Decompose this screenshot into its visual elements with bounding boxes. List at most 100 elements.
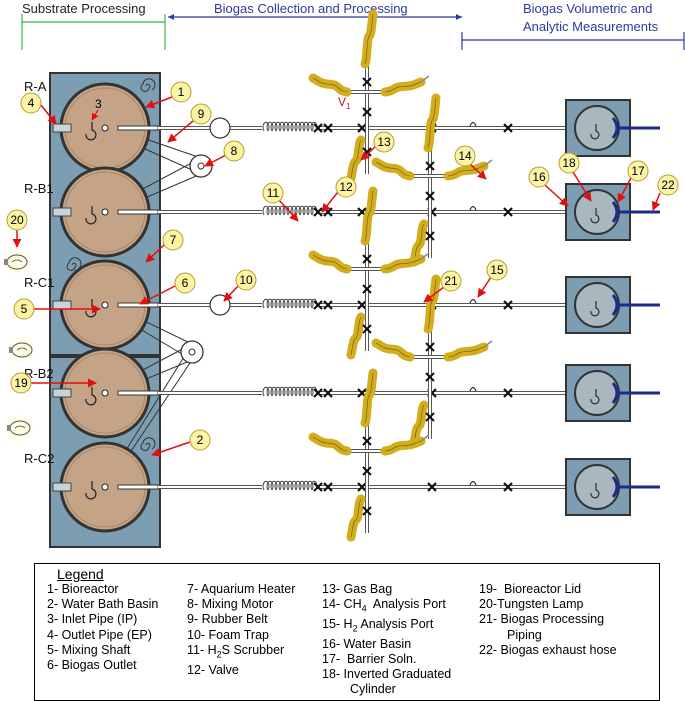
reactor-label-rc2: R-C2 [24, 451, 54, 466]
cylinder-inlet [590, 389, 600, 405]
svg-text:17: 17 [631, 164, 645, 178]
callout-22: 22 [651, 174, 679, 211]
reactor-labels: R-A R-B1 R-C1 R-B2 R-C2 [24, 79, 54, 466]
legend-item: 22- Biogas exhaust hose [479, 642, 617, 657]
mixing-motor-shaft [197, 162, 205, 170]
lamp-filament [14, 425, 26, 429]
mixing-shaft [101, 301, 109, 309]
legend-item: 4- Outlet Pipe (EP) [47, 627, 152, 642]
valve [425, 412, 435, 422]
gas-bag-edge [364, 13, 374, 65]
legend-item: 9- Rubber Belt [187, 612, 268, 627]
outlet-pipe [52, 300, 72, 310]
ch4-analysis-port [483, 340, 493, 348]
svg-text:19: 19 [14, 376, 28, 390]
inlet-pipe [85, 122, 97, 141]
reactor-label-ra: R-A [24, 79, 47, 94]
gas-bag-edge [375, 342, 411, 358]
valve [313, 300, 323, 310]
svg-text:9: 9 [198, 107, 205, 121]
valve [362, 436, 372, 446]
callouts: 1 2 3 4 5 6 7 8 9 10 11 12 13 14 15 16 1… [6, 81, 679, 457]
lamp-base [9, 347, 13, 353]
mixing-motor [189, 154, 213, 178]
callout-14: 14 [454, 145, 487, 180]
legend-item: 10- Foam Trap [187, 627, 269, 642]
svg-text:10: 10 [239, 273, 253, 287]
water-basin-unit [565, 276, 660, 334]
valve [503, 123, 513, 133]
legend-item: 14- CH4 Analysis Port [322, 597, 446, 614]
valve [357, 123, 367, 133]
mixing-motor [180, 340, 204, 364]
legend-item: 20-Tungsten Lamp [479, 597, 584, 612]
valve [313, 482, 323, 492]
valve [362, 466, 372, 476]
valve [425, 191, 435, 201]
lamp-filament [11, 259, 23, 263]
h2s-scrubber [262, 298, 318, 309]
gas-bag [371, 157, 415, 181]
legend-item: 16- Water Basin [322, 636, 412, 651]
gas-bag [443, 161, 489, 181]
foam-trap [209, 117, 231, 139]
cylinder-inlet [590, 483, 600, 499]
valve [313, 207, 323, 217]
valve [425, 231, 435, 241]
valve [503, 388, 513, 398]
gas-bag-edge [384, 258, 422, 270]
inverted-graduated-cylinder [574, 282, 620, 328]
lamp-bulb [6, 254, 28, 270]
h2-analysis-port [469, 205, 477, 211]
ch4-analysis-port [483, 159, 493, 167]
callout-20: 20 [6, 209, 28, 248]
legend-item: 18- Inverted Graduated [322, 667, 452, 682]
svg-text:6: 6 [182, 276, 189, 290]
outlet-pipe [52, 123, 72, 133]
valve [425, 372, 435, 382]
callout-16: 16 [528, 166, 569, 207]
svg-text:2: 2 [197, 433, 204, 447]
gas-bag-edge [375, 161, 411, 177]
water-basins [565, 99, 660, 516]
gas-bag [308, 73, 352, 97]
gas-bag [443, 342, 489, 362]
tungsten-lamp [2, 410, 38, 446]
valve [427, 482, 437, 492]
inverted-graduated-cylinder [574, 370, 620, 416]
callout-4: 4 [20, 92, 57, 125]
mixing-shaft [101, 124, 109, 132]
svg-text:4: 4 [28, 96, 35, 110]
callout-13: 13 [360, 131, 395, 161]
valve [357, 300, 367, 310]
gas-bag [380, 77, 426, 97]
legend-box: Legend 1- Bioreactor 2- Water Bath Basin… [34, 563, 660, 701]
mixing-shaft [101, 389, 109, 397]
inverted-graduated-cylinder [574, 464, 620, 510]
callout-1: 1 [145, 81, 192, 109]
inverted-graduated-cylinder [574, 189, 620, 235]
svg-text:5: 5 [21, 302, 28, 316]
inverted-graduated-cylinder [574, 105, 620, 151]
legend-item: 7- Aquarium Heater [187, 582, 296, 596]
lamp-bulb [9, 420, 31, 436]
reactor-row [52, 368, 565, 542]
valve [425, 161, 435, 171]
lamp-base [4, 259, 8, 265]
valve [362, 254, 372, 264]
gas-bag [308, 250, 352, 274]
h2s-scrubber [262, 386, 318, 397]
section-biogas-collection: Biogas Collection and Processing [214, 1, 408, 16]
gas-bag-edge [350, 498, 362, 538]
section-volumetric-line2: Analytic Measurements [523, 19, 659, 34]
h2-analysis-port [469, 298, 477, 304]
valve [313, 123, 323, 133]
gas-bag-edge [384, 81, 422, 93]
section-brackets: Substrate Processing Biogas Collection a… [21, 1, 685, 50]
callout-6: 6 [139, 272, 196, 305]
svg-text:21: 21 [444, 274, 458, 288]
biogas-outlet [117, 125, 159, 131]
valve [313, 388, 323, 398]
